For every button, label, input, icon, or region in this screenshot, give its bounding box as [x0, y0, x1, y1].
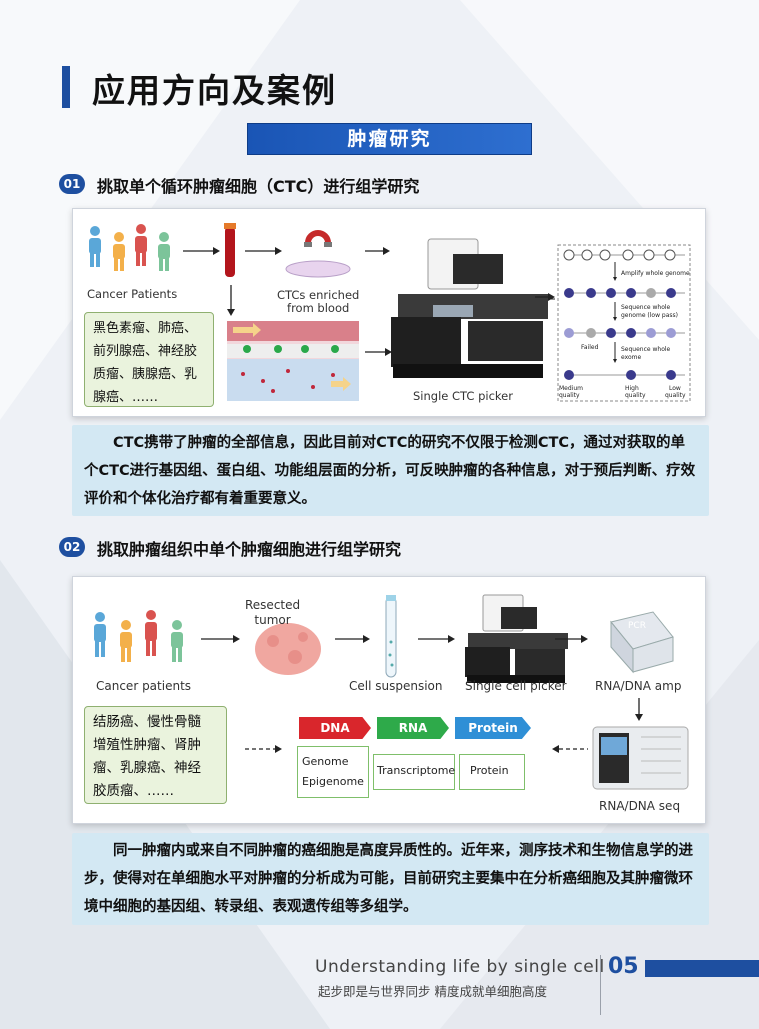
footer-slogan-chinese: 起步即是与世界同步 精度成就单细胞高度 — [318, 984, 547, 999]
svg-text:Low: Low — [669, 385, 681, 392]
svg-text:Sequence whole: Sequence whole — [621, 346, 671, 353]
sequencing-outcomes-diagram: Amplify whole genome Sequence whole geno… — [557, 244, 691, 402]
footer-accent-bar — [645, 960, 759, 977]
single-cell-picker-machine-icon — [465, 594, 568, 683]
single-ctc-picker-caption: Single CTC picker — [413, 389, 513, 403]
svg-text:Sequence whole: Sequence whole — [621, 304, 671, 311]
ctc-picker-machine-icon — [391, 238, 548, 378]
footer-slogan-english: Understanding life by single cell — [315, 957, 605, 977]
ctc-workflow-figure: Amplify whole genome Sequence whole geno… — [72, 208, 706, 417]
single-cell-picker-caption: Single cell picker — [465, 679, 567, 693]
svg-text:Failed: Failed — [581, 344, 599, 351]
section-1-paragraph: CTC携带了肿瘤的全部信息，因此目前对CTC的研究不仅限于检测CTC，通过对获取… — [72, 425, 709, 516]
tumor-cancer-type-list: 结肠癌、慢性骨髓 增殖性肿瘤、肾肿 瘤、乳腺癌、神经 胶质瘤、…… — [84, 706, 227, 804]
magnet-dish-icon — [285, 230, 351, 278]
tumor-workflow-graphics — [94, 594, 689, 790]
ctcs-enriched-caption: CTCs enriched from blood — [277, 288, 360, 315]
svg-text:High: High — [625, 385, 639, 392]
patients-icon — [94, 610, 183, 662]
dna-tag: DNA — [299, 717, 371, 739]
pcr-machine-icon — [610, 611, 674, 674]
tumor-workflow-figure: Resected tumor PCR Cancer patients Cell … — [72, 576, 706, 824]
svg-text:quality: quality — [559, 392, 580, 399]
svg-text:quality: quality — [625, 392, 646, 399]
blood-tube-icon — [224, 223, 236, 277]
resected-tumor-icon — [255, 623, 321, 675]
footer-divider — [600, 955, 601, 1015]
microfluidic-chip-icon — [227, 321, 359, 401]
cancer-patients-caption: Cancer patients — [96, 679, 192, 693]
cell-suspension-tube-icon — [385, 595, 397, 678]
svg-text:Amplify whole genome: Amplify whole genome — [621, 270, 690, 277]
ctc-workflow-graphics: Amplify whole genome Sequence whole geno… — [89, 223, 691, 402]
cell-suspension-caption: Cell suspension — [349, 679, 443, 693]
transcriptome-box: Transcriptome — [373, 754, 455, 790]
protein-box: Protein — [459, 754, 525, 790]
section-1-title: 挑取单个循环肿瘤细胞（CTC）进行组学研究 — [97, 177, 420, 196]
svg-text:quality: quality — [665, 392, 686, 399]
protein-tag: Protein — [455, 717, 531, 739]
svg-text:exome: exome — [621, 354, 641, 361]
section-2-title: 挑取肿瘤组织中单个肿瘤细胞进行组学研究 — [97, 540, 402, 559]
rna-dna-seq-caption: RNA/DNA seq — [599, 799, 681, 813]
section-banner: 肿瘤研究 — [247, 123, 532, 155]
patients-icon — [89, 224, 170, 271]
pcr-label: PCR — [628, 621, 646, 631]
rna-tag: RNA — [377, 717, 449, 739]
page-title: 应用方向及案例 — [92, 71, 337, 110]
svg-text:genome (low pass): genome (low pass) — [621, 312, 678, 319]
sequencer-machine-icon — [592, 726, 689, 790]
section-1-number: 01 — [59, 174, 85, 194]
cancer-patients-caption: Cancer Patients — [87, 287, 178, 301]
resected-tumor-caption: Resected tumor — [245, 598, 301, 627]
section-2-number: 02 — [59, 537, 85, 557]
title-accent-bar — [62, 66, 70, 108]
page-number: 05 — [608, 954, 639, 979]
section-2-paragraph: 同一肿瘤内或来自不同肿瘤的癌细胞是高度异质性的。近年来，测序技术和生物信息学的进… — [72, 833, 709, 925]
svg-text:Medium: Medium — [559, 385, 583, 392]
genome-epigenome-box: Genome Epigenome — [297, 746, 369, 798]
rna-dna-amp-caption: RNA/DNA amp — [595, 679, 682, 693]
ctc-cancer-type-list: 黑色素瘤、肺癌、 前列腺癌、神经胶 质瘤、胰腺癌、乳 腺癌、…… — [84, 312, 214, 407]
